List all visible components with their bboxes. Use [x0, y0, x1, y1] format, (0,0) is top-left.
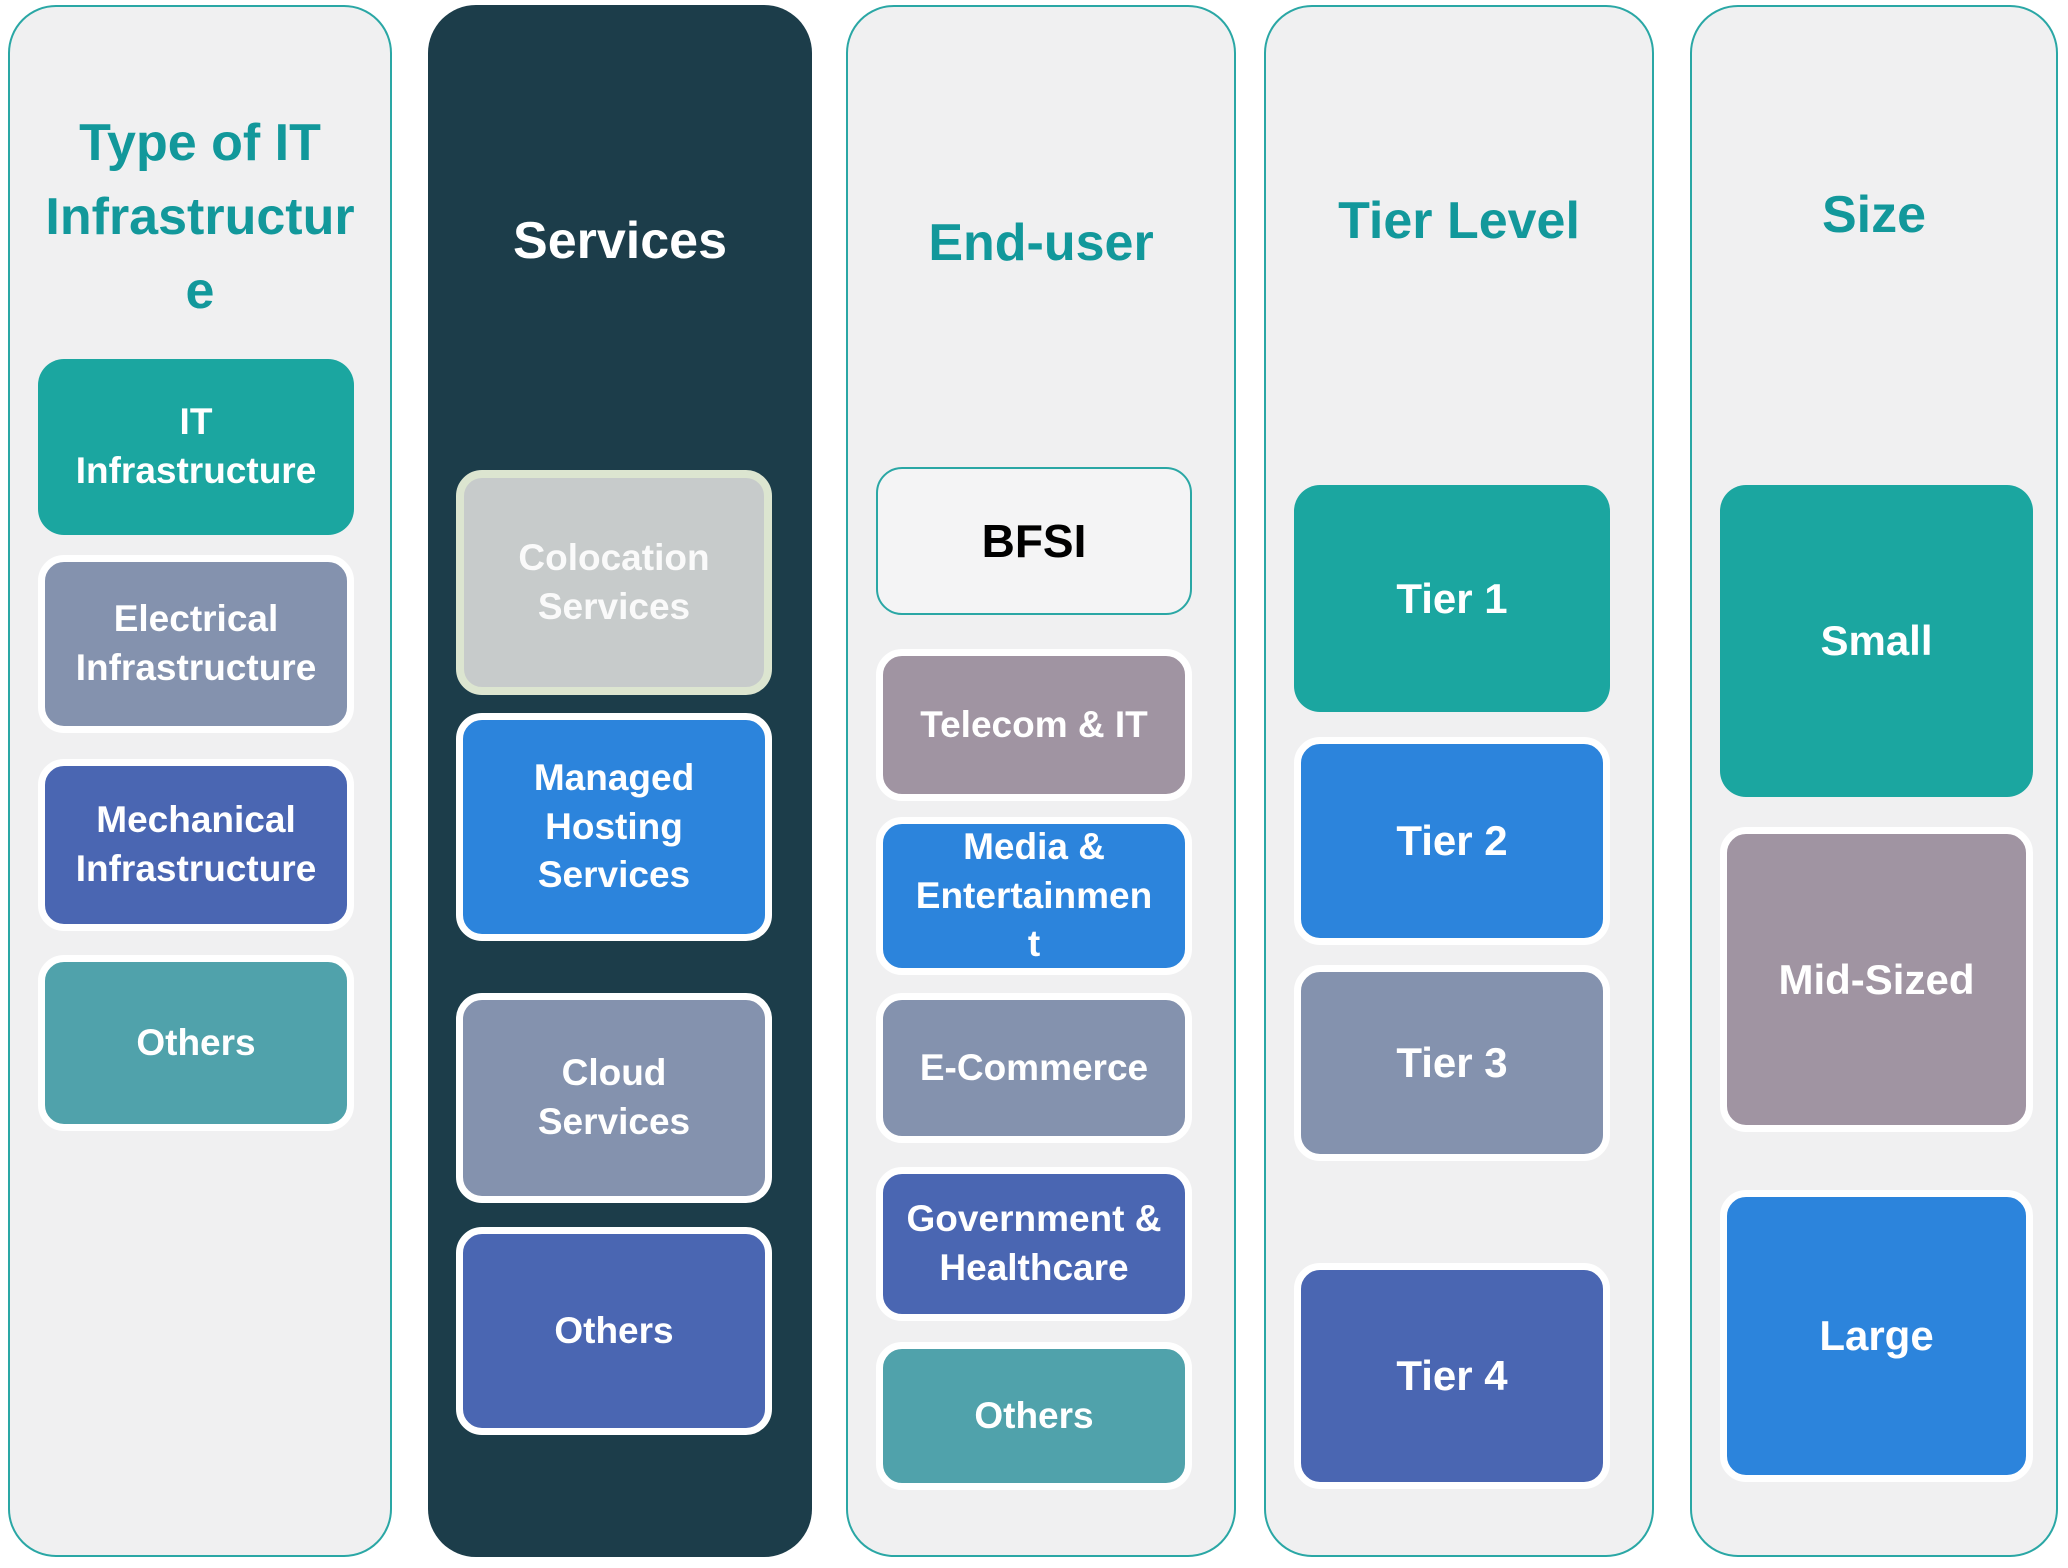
box-others-end-user: Others: [876, 1342, 1192, 1490]
box-large: Large: [1720, 1190, 2033, 1482]
column-size: Size Small Mid-Sized Large: [1690, 5, 2058, 1557]
box-cloud-services: Cloud Services: [456, 993, 772, 1203]
box-tier-3: Tier 3: [1294, 965, 1610, 1161]
box-small: Small: [1720, 485, 2033, 797]
box-colocation-services: Colocation Services: [456, 470, 772, 695]
box-media-and-entertainment: Media & Entertainment: [876, 817, 1192, 975]
column-tier-level: Tier Level Tier 1 Tier 2 Tier 3 Tier 4: [1264, 5, 1654, 1557]
column-header-end-user: End-user: [928, 214, 1154, 272]
box-bfsi: BFSI: [876, 467, 1192, 615]
column-header-type-of-it-infrastructure: Type of IT Infrastructure: [45, 114, 355, 320]
box-it-infrastructure: IT Infrastructure: [38, 359, 354, 535]
column-header-tier-level: Tier Level: [1338, 192, 1580, 250]
box-mechanical-infrastructure: Mechanical Infrastructure: [38, 759, 354, 931]
box-mid-sized: Mid-Sized: [1720, 827, 2033, 1132]
box-government-and-healthcare: Government & Healthcare: [876, 1167, 1192, 1321]
box-tier-4: Tier 4: [1294, 1263, 1610, 1489]
box-electrical-infrastructure: Electrical Infrastructure: [38, 555, 354, 733]
column-end-user: End-user BFSI Telecom & IT Media & Enter…: [846, 5, 1236, 1557]
box-tier-1: Tier 1: [1294, 485, 1610, 712]
box-tier-2: Tier 2: [1294, 737, 1610, 945]
box-others-services: Others: [456, 1227, 772, 1435]
column-type-of-it-infrastructure: Type of IT Infrastructure IT Infrastruct…: [8, 5, 392, 1557]
column-services: Services Colocation Services Managed Hos…: [428, 5, 812, 1557]
box-others-infrastructure: Others: [38, 955, 354, 1131]
box-managed-hosting-services: Managed Hosting Services: [456, 713, 772, 941]
column-header-services: Services: [513, 212, 727, 270]
column-header-size: Size: [1821, 186, 1927, 244]
box-e-commerce: E-Commerce: [876, 993, 1192, 1143]
box-telecom-and-it: Telecom & IT: [876, 649, 1192, 801]
